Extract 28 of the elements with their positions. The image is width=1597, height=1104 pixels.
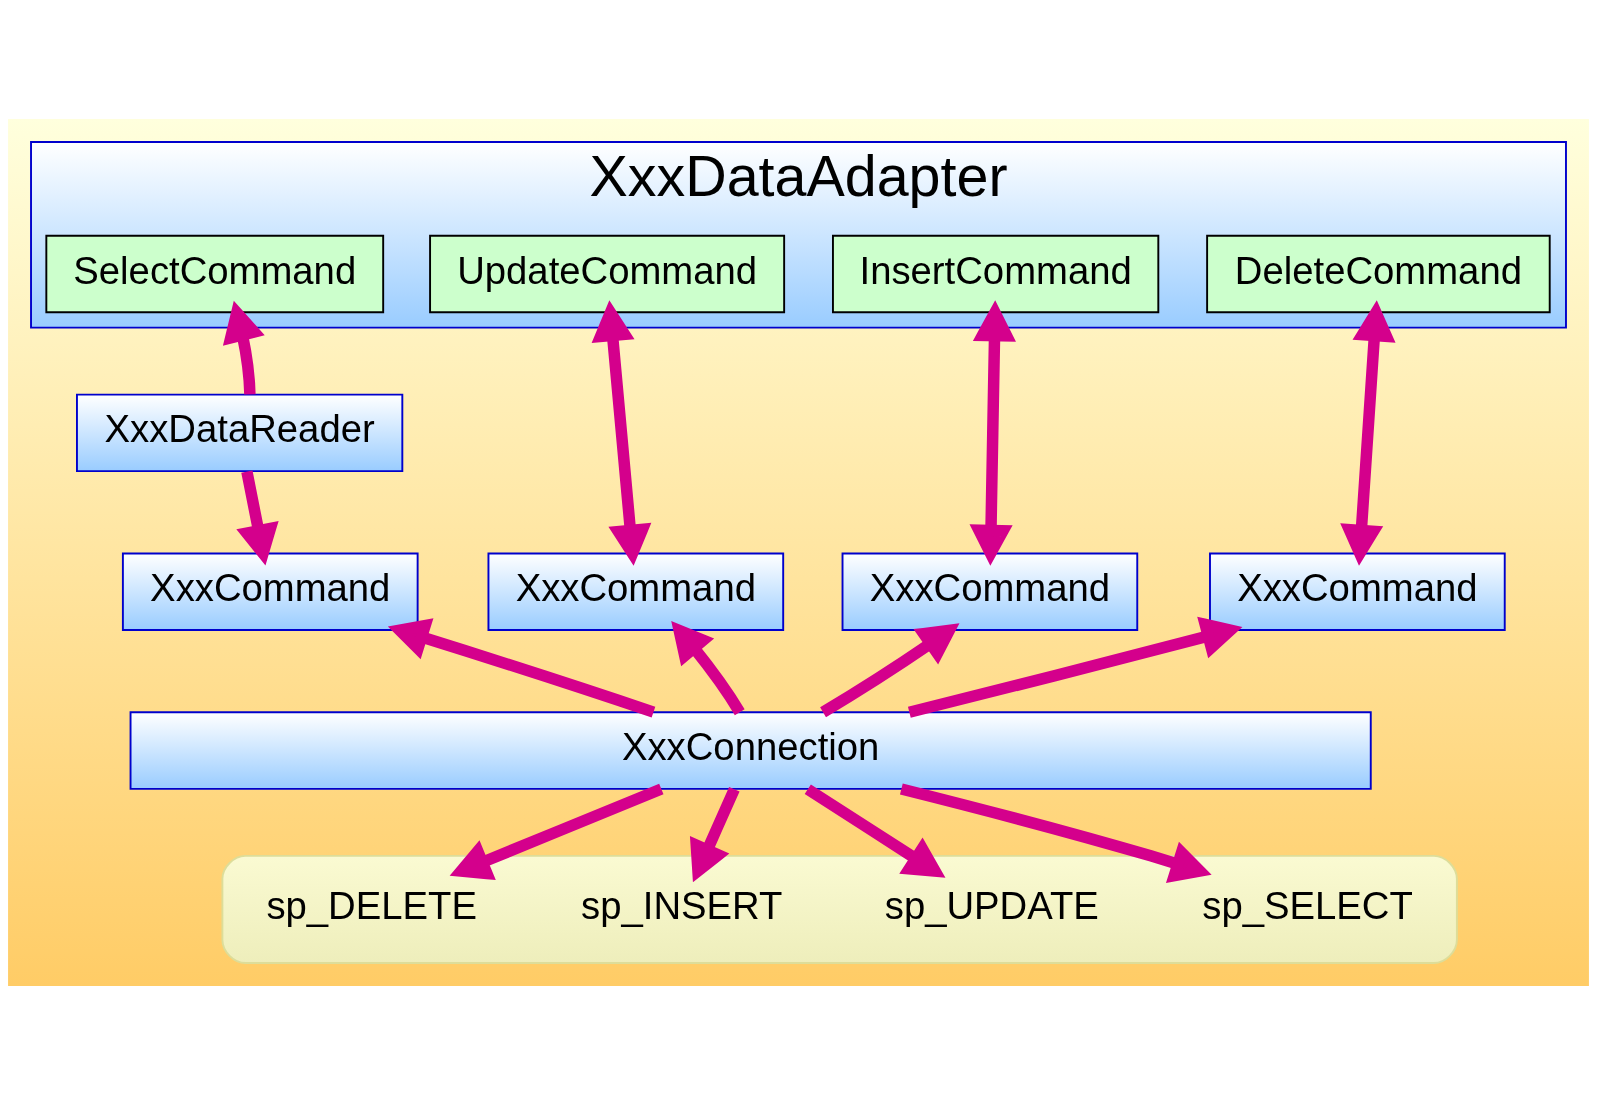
arrow	[804, 783, 946, 878]
node-text: sp_SELECT	[1202, 883, 1413, 927]
node-box: XxxConnection	[129, 710, 1372, 790]
arrow	[387, 617, 656, 718]
arrow	[1340, 299, 1396, 566]
cluster	[221, 854, 1458, 964]
node-box: XxxCommand	[121, 552, 419, 631]
arrow	[969, 299, 1016, 566]
arrow	[671, 620, 745, 715]
node-text: sp_UPDATE	[884, 883, 1099, 927]
node-box: XxxCommand	[841, 552, 1139, 631]
node-box: XxxCommand	[487, 552, 785, 631]
node-box: DeleteCommand	[1206, 234, 1551, 313]
arrow	[820, 622, 960, 717]
arrow	[899, 782, 1212, 883]
node-box: XxxDataReader	[76, 393, 404, 472]
node-text: sp_DELETE	[266, 883, 477, 927]
node-box: SelectCommand	[45, 234, 385, 313]
arrow	[236, 469, 279, 565]
arrow	[907, 616, 1243, 718]
node-text: sp_INSERT	[581, 883, 783, 927]
arrow	[591, 299, 652, 566]
node-box: UpdateCommand	[429, 234, 786, 313]
node-box: InsertCommand	[832, 234, 1160, 313]
arrow	[222, 300, 265, 395]
arrow	[449, 783, 664, 880]
arrow	[689, 786, 740, 882]
node-box: XxxCommand	[1209, 552, 1506, 631]
